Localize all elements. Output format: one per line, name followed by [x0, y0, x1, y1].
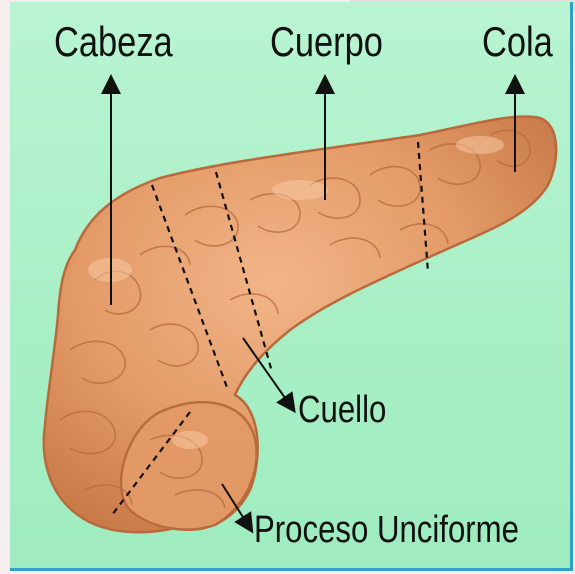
label-cuello: Cuello	[298, 391, 386, 429]
label-cola: Cola	[482, 21, 553, 63]
pancreas-organ	[44, 116, 556, 532]
label-proceso-unciforme: Proceso Unciforme	[254, 511, 519, 549]
label-cabeza: Cabeza	[54, 21, 173, 63]
label-cuerpo: Cuerpo	[270, 21, 383, 63]
pancreas-main-body	[44, 116, 556, 532]
